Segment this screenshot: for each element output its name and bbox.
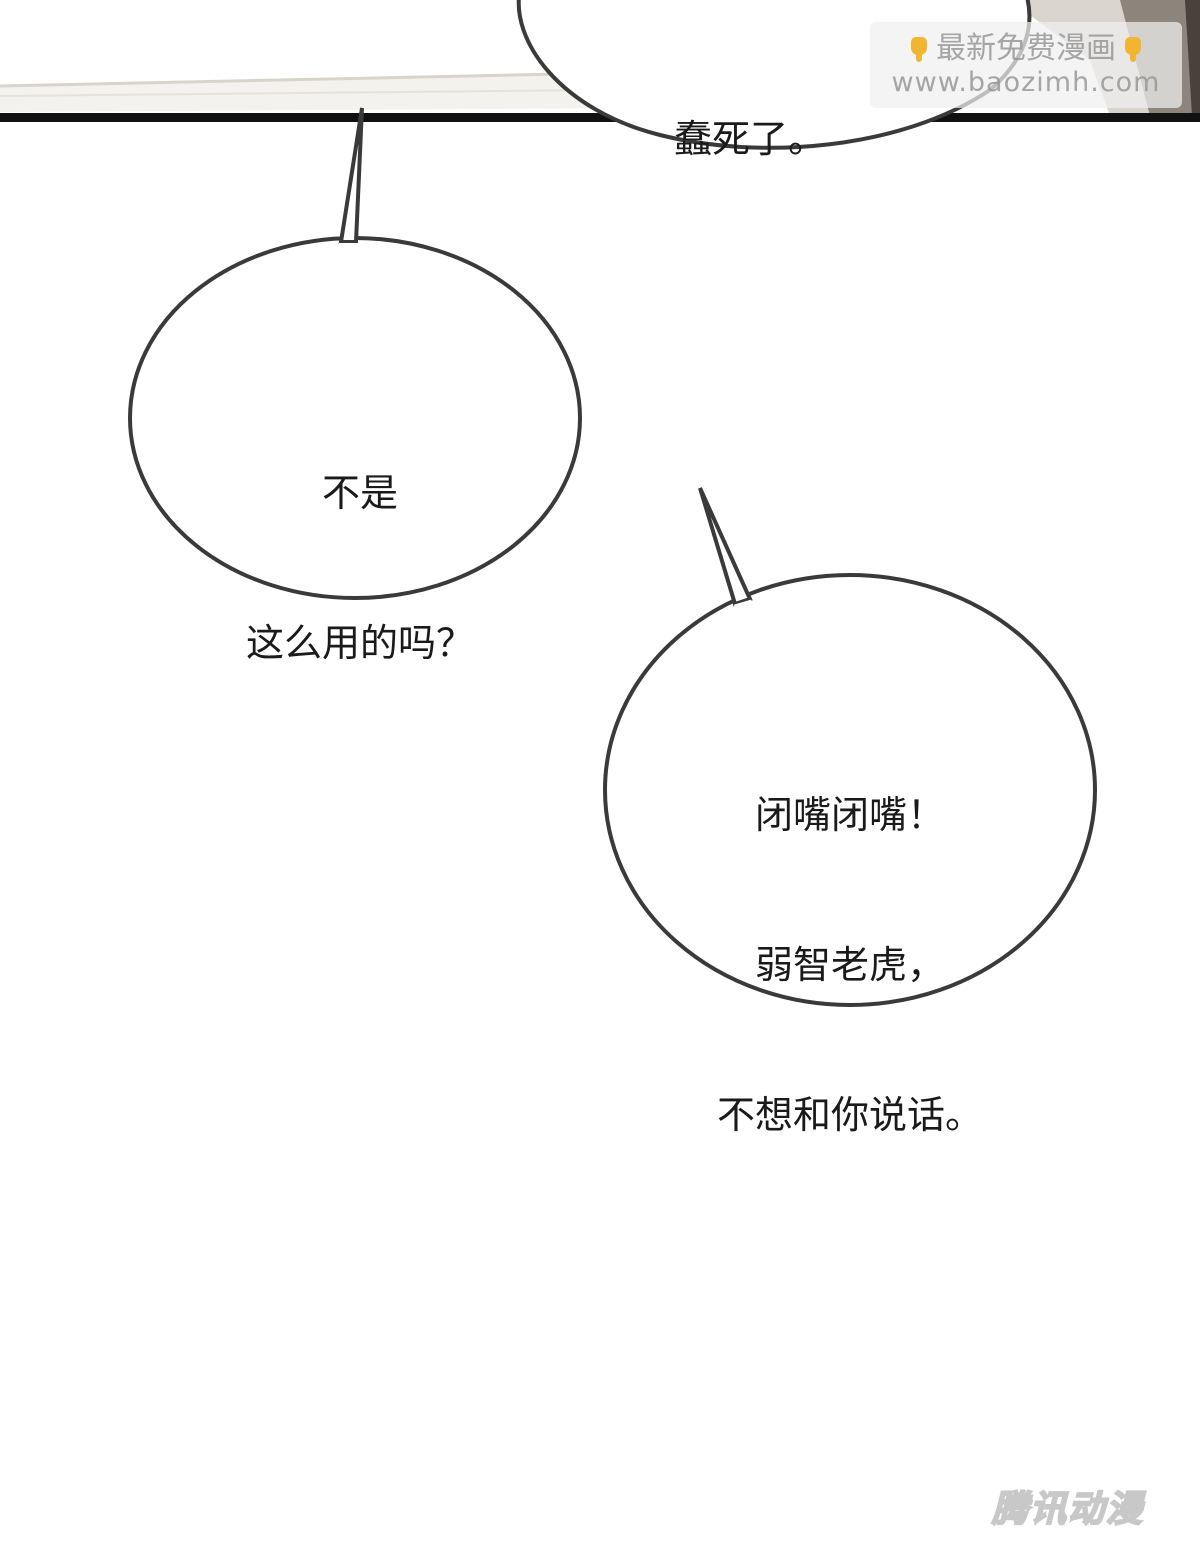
panel-border bbox=[0, 113, 1200, 122]
top-bubble-text: 蠢死了。 bbox=[560, 14, 940, 214]
pointing-hand-icon bbox=[1122, 35, 1144, 63]
right-bubble-line-1: 闭嘴闭嘴！ bbox=[754, 793, 945, 837]
publisher-logo-watermark: 腾讯动漫 bbox=[991, 1488, 1145, 1531]
site-watermark: 最新免费漫画 www.baozimh.com bbox=[870, 22, 1182, 108]
right-bubble-text: 闭嘴闭嘴！ 弱智老虎， 不想和你说话。 bbox=[650, 690, 1050, 1190]
pointing-hand-icon bbox=[908, 35, 930, 63]
left-bubble-text: 不是 这么用的吗？ bbox=[180, 368, 540, 718]
right-speech-bubble bbox=[603, 487, 1097, 1007]
watermark-url: www.baozimh.com bbox=[891, 67, 1161, 98]
right-bubble-line-3: 不想和你说话。 bbox=[716, 1093, 983, 1137]
left-bubble-line-1: 不是 bbox=[321, 471, 398, 515]
watermark-line1-text: 最新免费漫画 bbox=[936, 31, 1116, 66]
left-speech-bubble bbox=[128, 107, 582, 600]
top-bubble-line: 蠢死了。 bbox=[673, 117, 826, 161]
right-bubble-line-2: 弱智老虎， bbox=[754, 943, 945, 987]
watermark-headline: 最新免费漫画 bbox=[908, 31, 1144, 67]
left-bubble-line-2: 这么用的吗？ bbox=[245, 621, 474, 665]
